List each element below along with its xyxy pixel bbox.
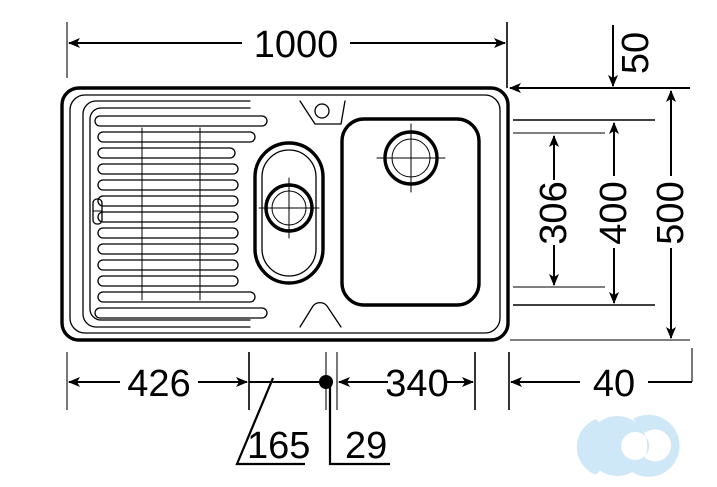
drainer-ribs [94,115,268,319]
dimension-right-offset: 40 [510,363,692,405]
label-centre-left: 165 [247,425,310,467]
dimension-inner-bowl-depth: 306 [533,135,575,286]
dimension-bottom-group: 426 340 40 165 [66,348,693,467]
sink-inner-rim [69,94,501,334]
watermark-logo [576,414,680,477]
dimension-top-offset: 50 [608,25,657,87]
overflow-slot [92,198,103,225]
main-bowl-drain [376,123,446,193]
sink-body [60,86,510,342]
label-bowl-depth: 400 [593,181,635,244]
label-drainer-width: 426 [127,363,190,405]
label-right-offset: 40 [593,363,635,405]
dimension-centre-left: 165 [235,377,310,467]
dimension-right-datums [509,83,690,341]
tap-hole [314,103,330,119]
label-centre-right: 29 [345,425,387,467]
half-bowl-drain [258,177,320,239]
dimension-centre-right: 29 [328,382,390,467]
dimension-bowl-depth: 400 [593,122,635,304]
dimension-bowl-width: 340 [338,363,474,405]
dimension-overall-width: 1000 [66,22,508,88]
bottom-notch [299,302,342,328]
main-bowl [340,117,481,307]
label-bowl-width: 340 [385,363,448,405]
sink-outer-rim [60,86,510,342]
label-top-offset: 50 [615,32,657,74]
drainer-outline-2 [89,107,251,321]
drainer-outline [82,100,251,328]
dimension-drainer-width: 426 [68,363,248,405]
dimension-overall-depth: 500 [650,90,692,339]
tap-ledge [299,100,346,125]
label-overall-width: 1000 [254,24,339,66]
label-inner-bowl-depth: 306 [533,181,575,244]
half-bowl [253,141,325,285]
label-overall-depth: 500 [650,181,692,244]
